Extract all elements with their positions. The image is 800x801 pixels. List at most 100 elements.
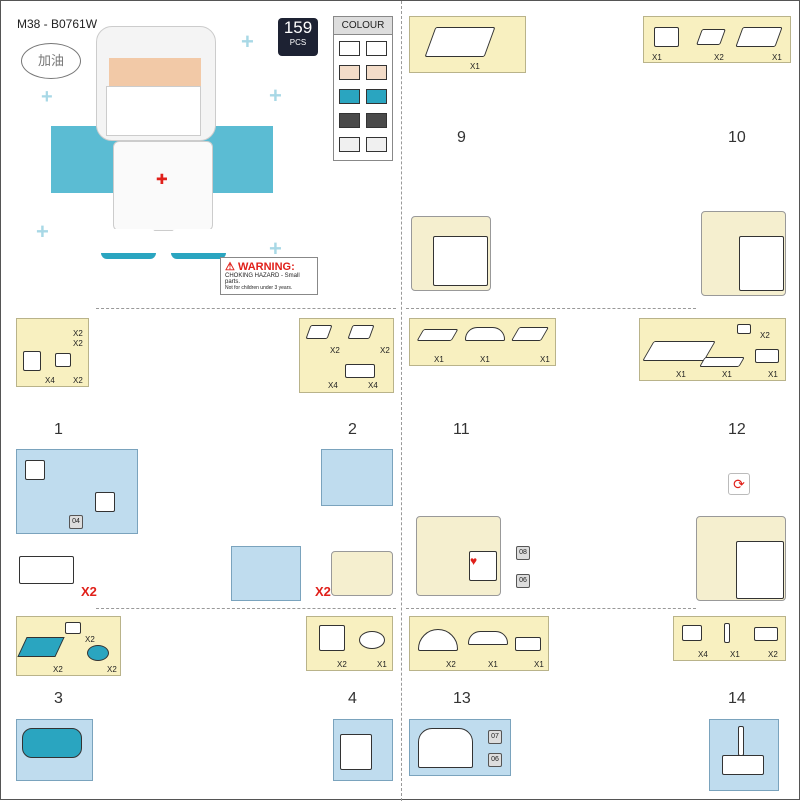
step-number-2: 2 [348,421,357,438]
slope-brick [55,353,71,367]
multiplier: X2 [81,584,97,599]
parts-box-step-12: X2 X1 X1 X1 [639,318,786,381]
brick [95,492,115,512]
brick [737,324,751,334]
colour-title: COLOUR [334,17,392,35]
colour-swatch-teal-stud [339,89,360,104]
slope-brick [696,29,726,45]
qty: X1 [730,650,740,659]
warning-box: ⚠ WARNING: CHOKING HAZARD - Small parts.… [220,257,318,295]
parts-box-step-4: X2 X1 [306,616,393,671]
plus-icon: + [36,219,49,244]
plate-brick [515,637,541,651]
divider [406,308,696,309]
qty: X2 [760,331,770,340]
sticker-callout: 04 [69,515,83,529]
parts-box-step-9: X1 [409,16,526,73]
figure-body [113,141,213,231]
qty: X1 [540,355,550,364]
studded-brick [736,541,784,599]
step-number-1: 1 [54,421,63,438]
thought-bubble: 加油 [21,43,81,79]
qty: X1 [652,53,662,62]
piece-count: 159 [283,18,313,37]
round-plate [359,631,385,649]
step-1-result [19,556,74,584]
qty: X2 [337,660,347,669]
qty: X4 [698,650,708,659]
figure-foot [101,229,156,259]
qty: X1 [488,660,498,669]
colour-swatch-beige-tile [366,65,387,80]
subassembly-box-step-2 [321,449,393,506]
qty: X2 [446,660,456,669]
step-number-9: 9 [457,129,466,146]
model-number: M38 - B0761W [17,17,98,31]
colour-swatch-clear-stud [339,137,360,152]
figure-face [109,58,201,86]
tile [510,327,550,341]
teal-tile [17,637,65,657]
qty: X2 [85,635,95,644]
sticker-callout: 06 [488,753,502,767]
slope-brick [682,625,702,641]
qty: X2 [73,329,83,338]
qty: X2 [107,665,117,674]
teal-assembly [22,728,82,758]
plus-icon: + [41,86,53,108]
plate-brick [319,625,345,651]
subassembly-box-step-3 [16,719,93,781]
colour-swatch-dark-stud [339,113,360,128]
step-number-3: 3 [54,690,63,707]
curved-slope [418,629,458,651]
qty: X1 [534,660,544,669]
qty: X2 [714,53,724,62]
qty: X1 [768,370,778,379]
step-number-12: 12 [728,421,746,438]
curved-slope [418,728,473,768]
plate-brick [345,364,375,378]
plate-brick [735,27,783,47]
parts-box-step-11: X1 X1 X1 [409,318,556,366]
subassembly-box-step-1: 04 [16,449,138,534]
bracket-brick [654,27,679,47]
qty: X2 [330,346,340,355]
qty: X1 [480,355,490,364]
piece-count-badge: 159 PCS [278,18,318,56]
parts-box-step-13: X2 X1 X1 [409,616,549,671]
heart-icon: ♥ [470,554,478,568]
plus-icon: + [269,236,282,261]
colour-table: COLOUR [333,16,393,161]
step-number-13: 13 [453,690,471,707]
plus-icon: + [241,29,254,54]
parts-box-step-3: X2 X2 X2 [16,616,121,676]
warning-triangle-icon: ⚠ [225,261,235,273]
parts-box-step-2: X2 X2 X4 X4 [299,318,394,393]
piece-unit: PCS [289,38,307,47]
subassembly-box-step-2b [231,546,301,601]
step-number-10: 10 [728,129,746,146]
curved-slope [465,327,505,341]
curved-slope [468,631,508,645]
step-2-result [331,551,393,596]
qty: X1 [470,62,480,71]
parts-box-step-1: X2 X2 X4 X2 [16,318,89,387]
brick [25,460,45,480]
step-number-14: 14 [728,690,746,707]
multiplier: X2 [315,584,331,599]
plus-icon: + [269,83,282,108]
slope-brick [65,622,81,634]
qty: X1 [434,355,444,364]
tile [416,329,459,341]
bar-piece [738,726,744,756]
parts-box-step-14: X4 X1 X2 [673,616,786,661]
colour-swatch-beige-stud [339,65,360,80]
bracket-brick [755,349,779,363]
bracket-brick [340,734,372,770]
bar-piece [724,623,730,643]
curved-slope [305,325,333,339]
brick [23,351,41,371]
step-number-4: 4 [348,690,357,707]
warning-title: WARNING: [237,261,295,273]
warning-line2: Not for children under 3 years. [225,285,293,291]
